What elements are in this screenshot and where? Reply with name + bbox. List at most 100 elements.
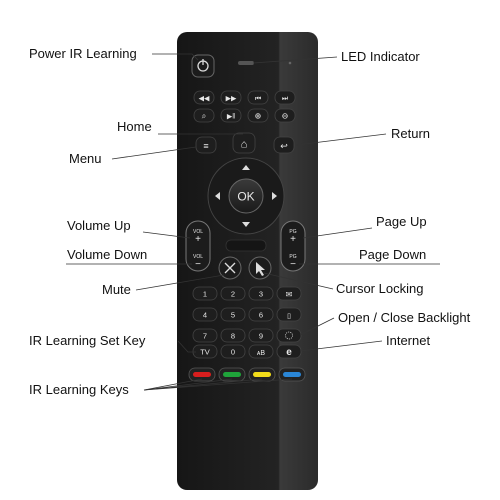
zoom-in-button[interactable]: ⊕ <box>247 108 269 123</box>
internet-icon: e <box>286 347 292 358</box>
color-key-green[interactable] <box>218 367 246 382</box>
left-arrow-icon[interactable] <box>215 192 220 200</box>
return-button[interactable]: ↩ <box>273 136 295 154</box>
cursor-icon <box>256 262 265 276</box>
numpad-key-1[interactable]: 1 <box>192 286 218 301</box>
label-volume-up: Volume Up <box>67 218 131 233</box>
label-internet: Internet <box>386 333 430 348</box>
numpad-key-7[interactable]: 7 <box>192 328 218 343</box>
numpad-key-label: 8 <box>231 332 235 341</box>
numpad-key-label: 3 <box>259 290 263 299</box>
label-cursor-locking: Cursor Locking <box>336 281 423 296</box>
prev-button[interactable]: ⏮ <box>247 90 269 105</box>
delete-button[interactable]: ▯ <box>276 307 302 322</box>
label-page-down: Page Down <box>359 247 426 262</box>
backlight-icon <box>285 331 293 340</box>
label-home: Home <box>117 119 152 134</box>
numpad-key-label: 7 <box>203 332 207 341</box>
numpad-key-tv[interactable]: TV <box>192 344 218 359</box>
delete-icon: ▯ <box>287 313 291 320</box>
rewind-icon: ◀◀ <box>199 96 210 103</box>
numpad-key-5[interactable]: 5 <box>220 307 246 322</box>
label-page-up: Page Up <box>376 214 427 229</box>
center-strip <box>225 239 267 252</box>
language-button[interactable]: ᴀB <box>248 344 274 359</box>
dpad: OK <box>207 157 285 235</box>
label-return: Return <box>391 126 430 141</box>
numpad-key-label: 9 <box>259 332 263 341</box>
play-pause-button[interactable]: ▶‖ <box>220 108 242 123</box>
backlight-button[interactable] <box>276 328 302 343</box>
color-keys <box>188 367 306 382</box>
language-icon: ᴀB <box>257 350 265 357</box>
numpad-key-8[interactable]: 8 <box>220 328 246 343</box>
vol-down-tag: VOL <box>193 254 203 260</box>
numpad-key-2[interactable]: 2 <box>220 286 246 301</box>
led-indicator <box>238 61 254 65</box>
mail-icon: ✉ <box>286 290 293 299</box>
page-down-icon: − <box>290 259 296 270</box>
numpad-key-label: 2 <box>231 290 235 299</box>
numpad-key-6[interactable]: 6 <box>248 307 274 322</box>
label-open-close-backlight: Open / Close Backlight <box>338 310 471 325</box>
power-button[interactable] <box>191 54 215 78</box>
zoom-out-button[interactable]: ⊖ <box>274 108 296 123</box>
next-button[interactable]: ⏭ <box>274 90 296 105</box>
cursor-lock-button[interactable] <box>248 256 272 280</box>
numpad-key-9[interactable]: 9 <box>248 328 274 343</box>
mail-button[interactable]: ✉ <box>276 286 302 301</box>
numpad-key-4[interactable]: 4 <box>192 307 218 322</box>
label-mute: Mute <box>102 282 131 297</box>
label-menu: Menu <box>69 151 102 166</box>
mute-icon <box>224 262 236 274</box>
up-arrow-icon[interactable] <box>242 165 250 170</box>
ok-button[interactable]: OK <box>228 178 264 214</box>
menu-button[interactable]: ≡ <box>195 136 217 154</box>
label-power-ir-learning: Power IR Learning <box>29 46 137 61</box>
play-pause-icon: ▶‖ <box>227 114 235 121</box>
volume-rocker[interactable]: VOL + VOL − <box>185 220 211 272</box>
volume-up-icon: + <box>195 234 201 245</box>
numpad-key-label: TV <box>200 348 210 357</box>
media-row-1: ◀◀ ▶▶ ⏮ ⏭ <box>193 90 296 105</box>
numpad-key-label: 1 <box>203 290 207 299</box>
return-icon: ↩ <box>280 141 288 151</box>
label-ir-learning-set-key: IR Learning Set Key <box>29 333 146 348</box>
down-arrow-icon[interactable] <box>242 222 250 227</box>
next-icon: ⏭ <box>282 96 289 103</box>
numpad-key-label: 5 <box>231 311 235 320</box>
vol-up-tag: VOL <box>193 229 203 235</box>
numpad-key-label: 0 <box>231 348 235 357</box>
home-icon: ⌂ <box>241 139 248 151</box>
zoom-out-icon: ⊖ <box>282 112 289 121</box>
search-icon: ⌕ <box>202 112 206 121</box>
volume-down-icon: − <box>195 259 201 270</box>
numpad: 1 2 3 4 5 6 7 8 9TV 0 <box>192 286 274 359</box>
media-row-2: ⌕ ▶‖ ⊕ ⊖ <box>193 108 296 123</box>
color-key-red[interactable] <box>188 367 216 382</box>
rewind-button[interactable]: ◀◀ <box>193 90 215 105</box>
numpad-key-0[interactable]: 0 <box>220 344 246 359</box>
right-arrow-icon[interactable] <box>272 192 277 200</box>
page-rocker[interactable]: PG + PG − <box>280 220 306 272</box>
numpad-key-3[interactable]: 3 <box>248 286 274 301</box>
home-button[interactable]: ⌂ <box>232 132 256 154</box>
prev-icon: ⏮ <box>255 96 261 103</box>
ok-label: OK <box>237 190 254 204</box>
mute-button[interactable] <box>218 256 242 280</box>
forward-icon: ▶▶ <box>226 96 237 103</box>
color-key-yellow[interactable] <box>248 367 276 382</box>
page-up-icon: + <box>290 234 296 245</box>
forward-button[interactable]: ▶▶ <box>220 90 242 105</box>
color-key-blue[interactable] <box>278 367 306 382</box>
label-led-indicator: LED Indicator <box>341 49 420 64</box>
led-dot <box>288 61 292 65</box>
pg-up-tag: PG <box>289 229 296 235</box>
zoom-in-icon: ⊕ <box>255 112 262 121</box>
menu-icon: ≡ <box>203 141 208 151</box>
numpad-key-label: 4 <box>203 311 207 320</box>
internet-button[interactable]: e <box>276 344 302 359</box>
label-ir-learning-keys: IR Learning Keys <box>29 382 129 397</box>
search-button[interactable]: ⌕ <box>193 108 215 123</box>
